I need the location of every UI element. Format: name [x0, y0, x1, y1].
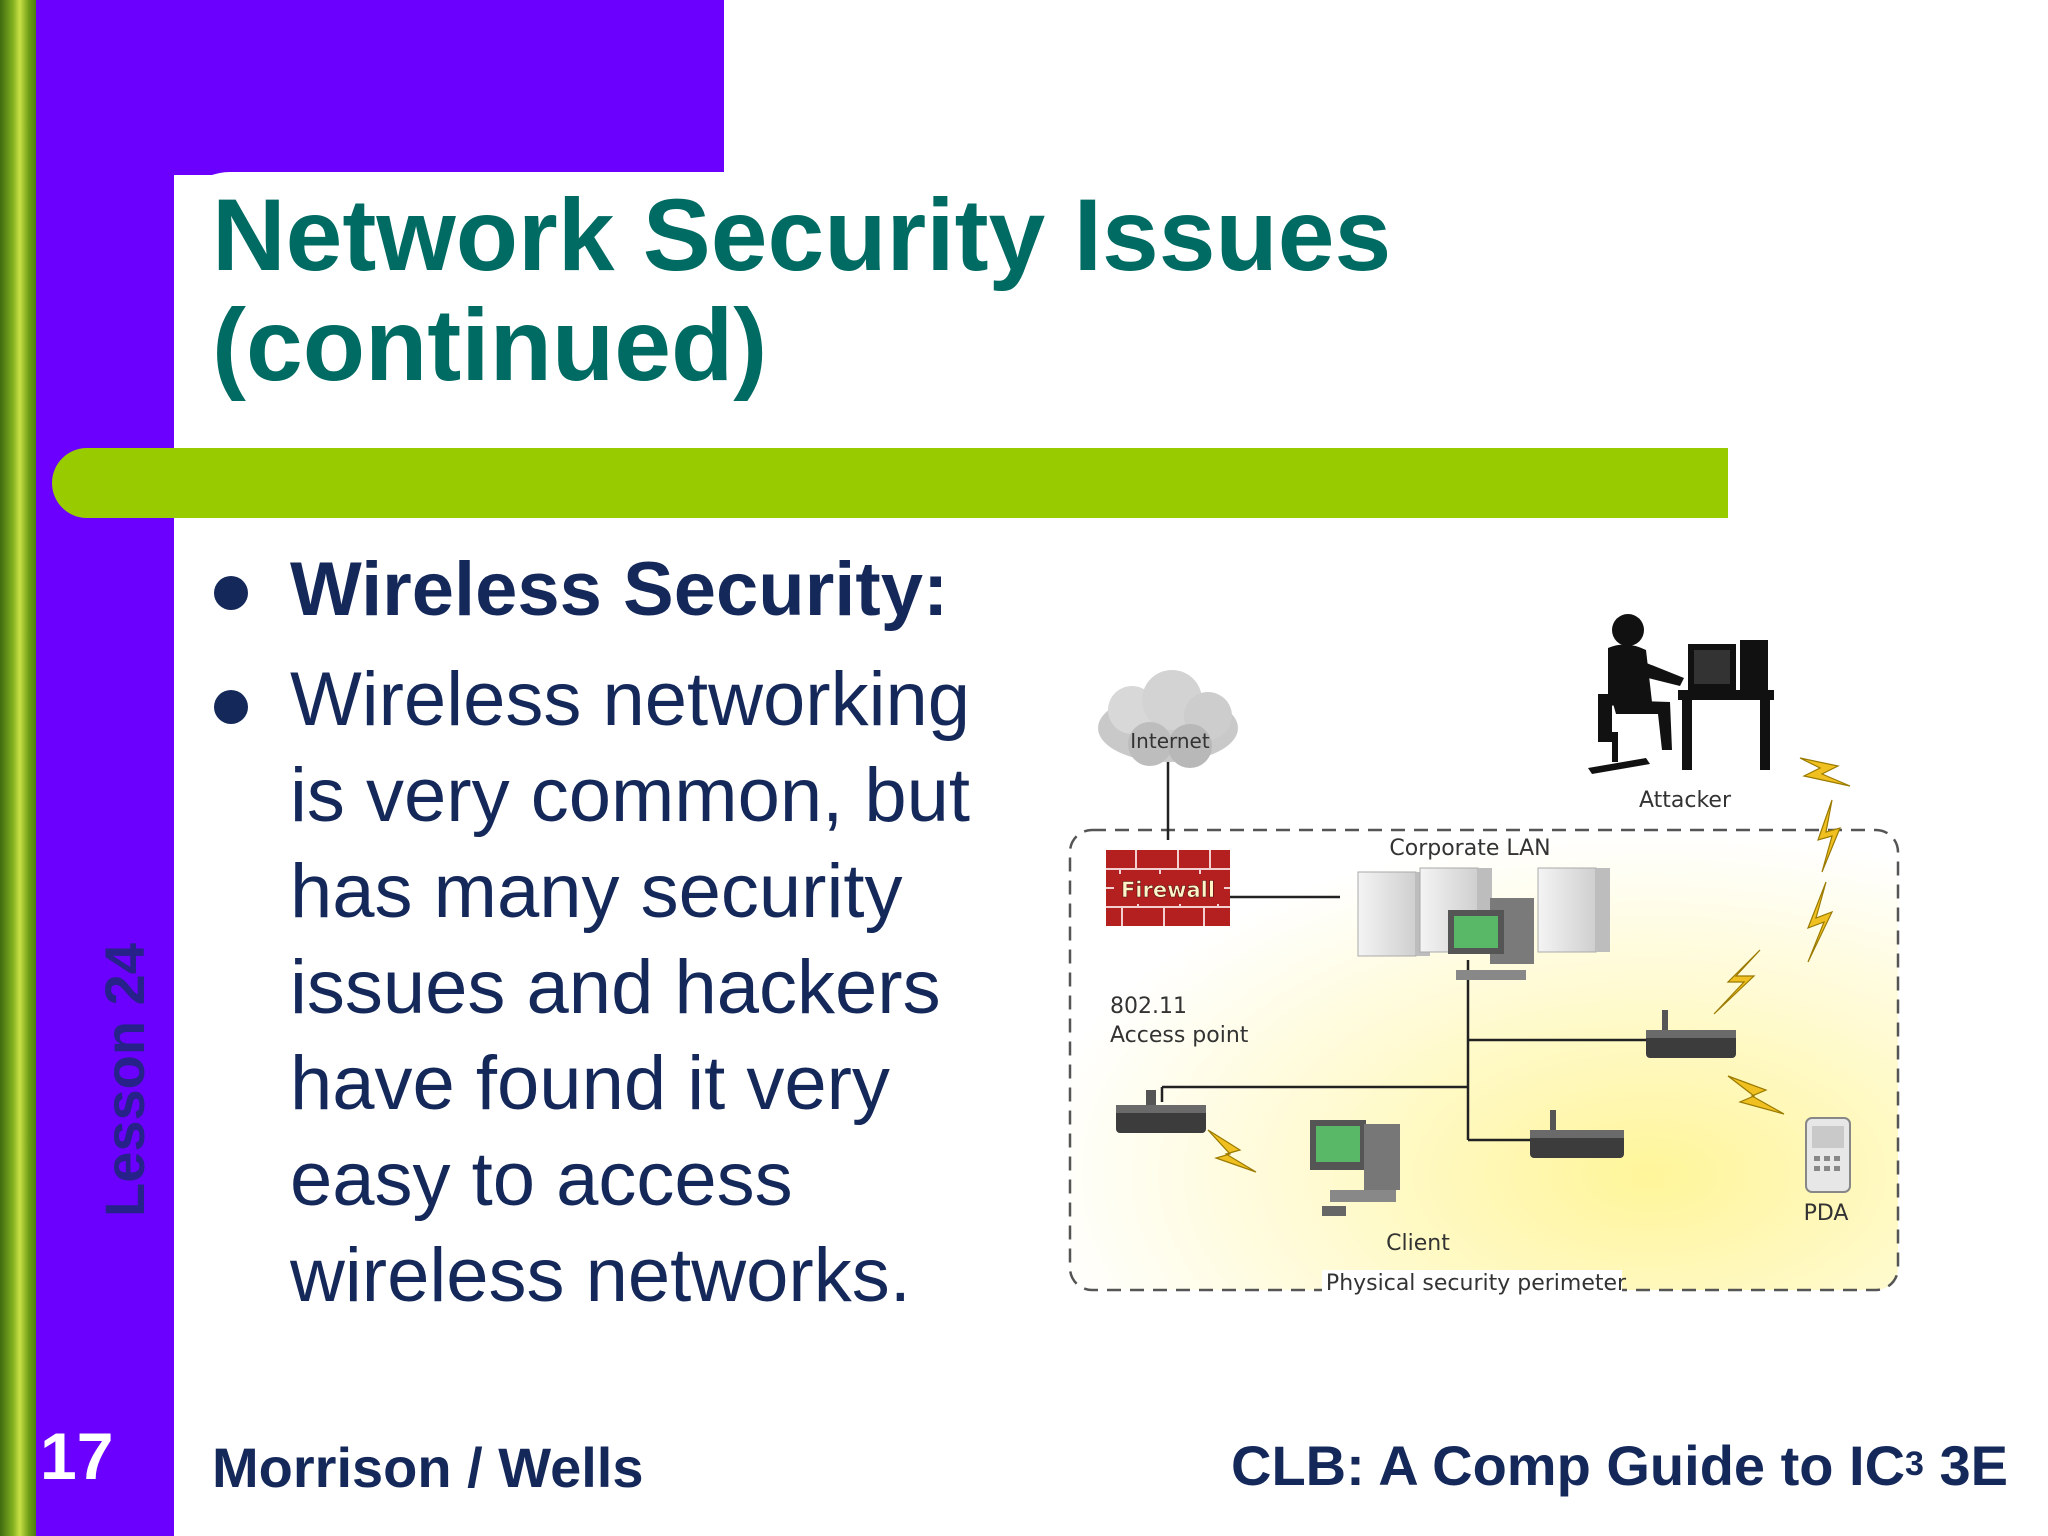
- perimeter-label: Physical security perimeter: [1326, 1271, 1627, 1296]
- attacker-icon: Attacker: [1588, 614, 1774, 813]
- client-label: Client: [1386, 1231, 1450, 1256]
- attacker-label: Attacker: [1639, 788, 1732, 813]
- footer-authors: Morrison / Wells: [212, 1436, 644, 1499]
- bullet-dot-icon: [214, 690, 248, 724]
- bullet-text: Wireless Security:: [290, 547, 949, 632]
- corporate-lan-label: Corporate LAN: [1389, 836, 1550, 861]
- bullet-text: Wireless networking is very common, but …: [290, 657, 970, 1318]
- access-point-label-line2: Access point: [1110, 1023, 1249, 1048]
- wireless-security-diagram: Internet Firewall: [1060, 610, 1920, 1330]
- pda-icon: PDA: [1804, 1117, 1851, 1226]
- wireless-signal-icons: [1207, 757, 1851, 1173]
- footer-book-title-main: CLB: A Comp Guide to IC: [1231, 1434, 1906, 1497]
- internet-label: Internet: [1130, 729, 1210, 753]
- lesson-label: Lesson 24: [93, 943, 156, 1217]
- title-underline-bar: [52, 448, 1728, 518]
- bullet-list: Wireless Security: Wireless networking i…: [210, 548, 1040, 1324]
- bullet-item: Wireless networking is very common, but …: [210, 652, 1040, 1324]
- security-perimeter: [1068, 828, 1900, 1300]
- switch-icon: [1530, 1110, 1624, 1158]
- bullet-dot-icon: [214, 576, 248, 610]
- decorative-green-strip: [0, 0, 36, 1536]
- network-diagram-svg: Internet Firewall: [1068, 614, 1900, 1300]
- internet-cloud-icon: Internet: [1098, 670, 1238, 768]
- pda-label: PDA: [1804, 1201, 1849, 1226]
- firewall-label: Firewall: [1121, 878, 1215, 902]
- footer-book-title-superscript: 3: [1905, 1445, 1924, 1483]
- top-purple-block: [174, 0, 724, 175]
- router-icon: [1646, 1010, 1736, 1058]
- access-point-icon: 802.11 Access point: [1110, 994, 1249, 1133]
- firewall-icon: Firewall: [1106, 850, 1230, 926]
- server-icons: [1357, 867, 1610, 980]
- access-point-label-line1: 802.11: [1110, 994, 1187, 1019]
- client-computer-icon: Client: [1310, 1120, 1450, 1256]
- network-links: [1160, 750, 1646, 1142]
- left-purple-bar: [36, 0, 174, 1536]
- footer-book-title: CLB: A Comp Guide to IC3 3E: [1231, 1434, 2008, 1498]
- slide-title: Network Security Issues (continued): [212, 178, 1392, 402]
- footer-book-title-edition: 3E: [1923, 1434, 2008, 1497]
- slide-number: 17: [40, 1419, 114, 1493]
- bullet-item: Wireless Security:: [210, 548, 1040, 632]
